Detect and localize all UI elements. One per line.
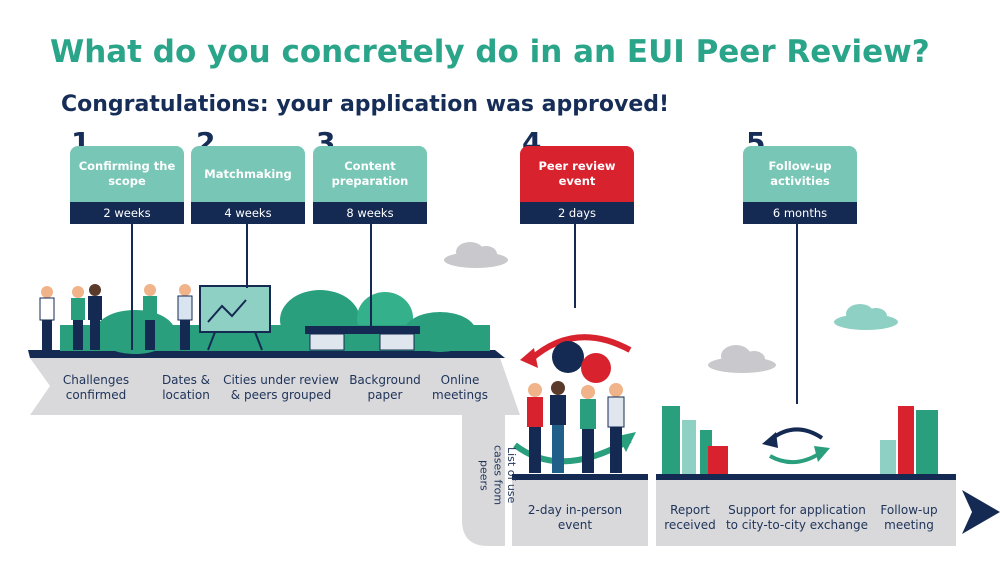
speech-bubble-icon bbox=[581, 353, 611, 383]
road-segment-1 bbox=[30, 358, 520, 546]
end-arrow-icon bbox=[962, 490, 1000, 534]
road-segment-2 bbox=[512, 478, 648, 546]
step-card-4: Peer review event 2 days bbox=[520, 146, 634, 224]
label-use-cases: List of use cases from peers bbox=[477, 444, 519, 506]
step-title-4: Peer review event bbox=[520, 146, 634, 202]
step-title-5: Follow-up activities bbox=[743, 146, 857, 202]
cloud-icon bbox=[444, 242, 508, 268]
step-title-3: Content preparation bbox=[313, 146, 427, 202]
step-duration-2: 4 weeks bbox=[191, 202, 305, 224]
label-background-paper: Background paper bbox=[349, 373, 421, 402]
label-report-received: Report received bbox=[664, 503, 716, 532]
step-pole-2 bbox=[246, 224, 248, 288]
people-illustration bbox=[39, 284, 193, 350]
label-followup-meeting: Follow-up meeting bbox=[880, 503, 938, 532]
label-inperson-event: 2-day in-person event bbox=[527, 503, 623, 532]
cycle-arrow-icon bbox=[528, 334, 632, 363]
desk-icon bbox=[305, 326, 420, 351]
cloud-icon bbox=[834, 304, 898, 330]
label-support-application: Support for application to city-to-city … bbox=[725, 503, 869, 532]
road-top-band-2 bbox=[512, 474, 648, 480]
greenery-shape bbox=[60, 290, 490, 354]
step-card-2: Matchmaking 4 weeks bbox=[191, 146, 305, 224]
step-pole-3 bbox=[370, 224, 372, 328]
step-title-1: Confirming the scope bbox=[70, 146, 184, 202]
label-challenges-confirmed: Challenges confirmed bbox=[62, 373, 130, 402]
label-online-meetings: Online meetings bbox=[432, 373, 488, 402]
step-card-5: Follow-up activities 6 months bbox=[743, 146, 857, 224]
cloud-icon bbox=[708, 345, 776, 373]
step-card-3: Content preparation 8 weeks bbox=[313, 146, 427, 224]
step-pole-4 bbox=[574, 224, 576, 308]
exchange-arrows-icon bbox=[762, 427, 830, 464]
page-subtitle: Congratulations: your application was ap… bbox=[61, 92, 670, 117]
step-duration-3: 8 weeks bbox=[313, 202, 427, 224]
road-segment-3 bbox=[656, 478, 956, 546]
people-illustration bbox=[527, 381, 625, 473]
road-top-band-3 bbox=[656, 474, 956, 480]
step-duration-1: 2 weeks bbox=[70, 202, 184, 224]
step-duration-4: 2 days bbox=[520, 202, 634, 224]
city-buildings-icon bbox=[662, 406, 938, 474]
speech-bubble-icon bbox=[552, 341, 584, 373]
label-cities-peers-grouped: Cities under review & peers grouped bbox=[223, 373, 339, 402]
step-duration-5: 6 months bbox=[743, 202, 857, 224]
step-pole-1 bbox=[131, 224, 133, 350]
step-pole-5 bbox=[796, 224, 798, 404]
label-dates-location: Dates & location bbox=[161, 373, 211, 402]
page-title: What do you concretely do in an EUI Peer… bbox=[50, 34, 930, 70]
step-title-2: Matchmaking bbox=[191, 146, 305, 202]
presentation-board-icon bbox=[199, 285, 271, 351]
step-card-1: Confirming the scope 2 weeks bbox=[70, 146, 184, 224]
